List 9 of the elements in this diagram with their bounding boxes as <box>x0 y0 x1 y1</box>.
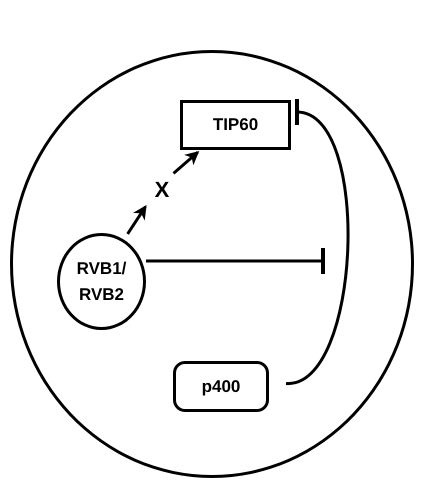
protein-box: TIP60 <box>180 100 291 150</box>
circle-node: RVB1/ RVB2 <box>57 233 146 330</box>
inhibition-line <box>146 246 325 276</box>
x-mark: X <box>152 175 172 203</box>
arrow <box>126 205 147 235</box>
protein-box: p400 <box>173 361 269 412</box>
cell-circle <box>10 50 414 478</box>
arrow <box>172 150 200 174</box>
inhibition-line <box>286 98 350 385</box>
